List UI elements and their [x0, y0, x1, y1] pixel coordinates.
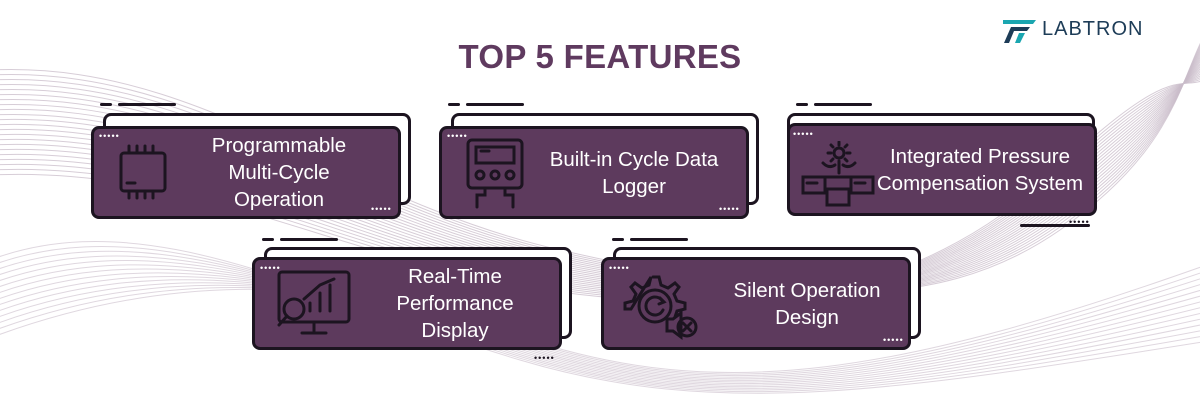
pressure-system-icon [801, 141, 875, 207]
performance-display-icon [277, 270, 351, 335]
decor-dash [466, 103, 524, 106]
logo-text: LABTRON [1042, 17, 1144, 40]
decor-dash [448, 103, 460, 106]
data-logger-icon [466, 138, 524, 209]
decor-dash [814, 103, 872, 106]
labtron-logo-icon [1003, 20, 1036, 43]
decor-dash [262, 238, 274, 241]
feature-label: Real-Time Performance Display [396, 265, 514, 342]
feature-label: Integrated Pressure Compensation System [876, 144, 1084, 195]
page-title: TOP 5 FEATURES [458, 38, 742, 75]
chip-icon [119, 144, 167, 200]
decor-dash [118, 103, 176, 106]
feature-label: Silent Operation Design [733, 278, 881, 329]
gear-mute-icon [623, 275, 698, 340]
decor-dash [1020, 224, 1090, 227]
decor-dash [280, 238, 338, 241]
decor-dash [630, 238, 688, 241]
decor-dash [100, 103, 112, 106]
feature-label: Built-in Cycle Data Logger [549, 147, 719, 198]
decor-dash [796, 103, 808, 106]
brand-logo: LABTRON [1000, 14, 1143, 44]
feature-label: Programmable Multi-Cycle Operation [211, 134, 347, 211]
decor-dash [612, 238, 624, 241]
